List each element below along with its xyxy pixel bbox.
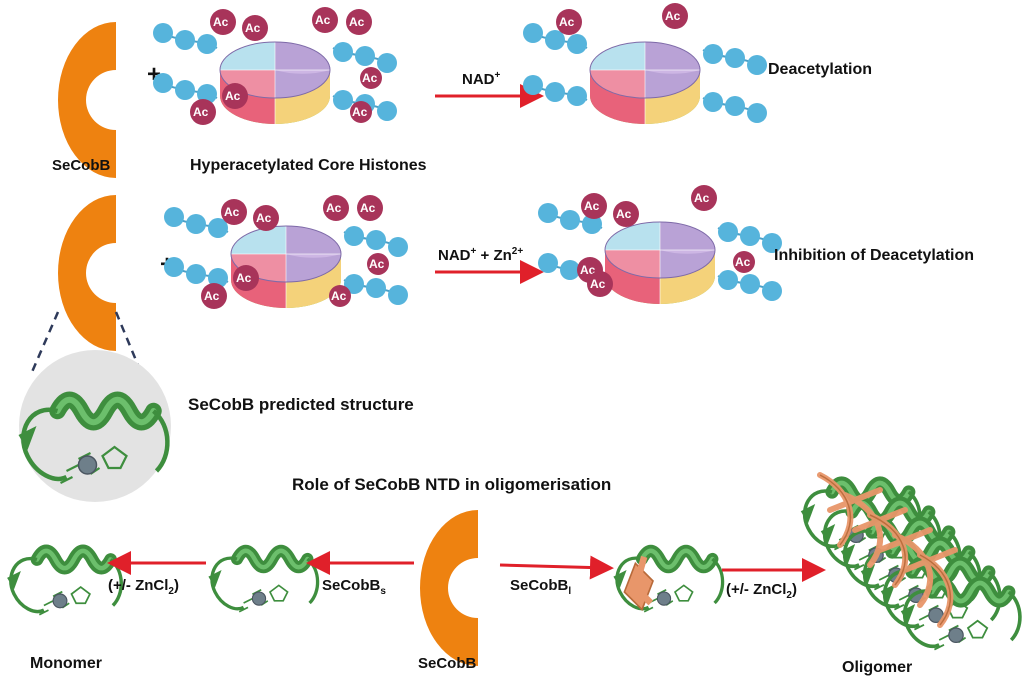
svg-text:Ac: Ac (193, 105, 209, 119)
svg-text:Ac: Ac (315, 13, 331, 27)
svg-text:Ac: Ac (584, 199, 600, 213)
svg-text:Ac: Ac (352, 105, 368, 119)
label-zncl-left: (+/- ZnCl2) (108, 577, 179, 597)
acetyl-group: Ac Ac Ac Ac Ac Ac Ac Ac (201, 195, 389, 309)
label-secobb-l: SeCobBl (510, 577, 571, 597)
label-oligomer: Oligomer (842, 659, 912, 676)
svg-text:Ac: Ac (331, 289, 347, 303)
protein-secobb-short (208, 551, 317, 612)
nucleosome-hyperacetylated-top: Ac Ac Ac Ac Ac Ac Ac Ac (152, 7, 398, 125)
protein-secobb-long (613, 551, 722, 612)
svg-text:Ac: Ac (236, 271, 252, 285)
nucleosome-hyperacetylated-middle: Ac Ac Ac Ac Ac Ac Ac Ac (163, 195, 409, 309)
svg-text:Ac: Ac (256, 211, 272, 225)
label-deacetylation: Deacetylation (768, 61, 872, 78)
svg-text:Ac: Ac (665, 9, 681, 23)
svg-text:Ac: Ac (559, 15, 575, 29)
section-title-oligomerisation: Role of SeCobB NTD in oligomerisation (292, 475, 611, 494)
label-predicted-structure: SeCobB predicted structure (188, 395, 414, 414)
svg-text:Ac: Ac (369, 257, 385, 271)
svg-text:Ac: Ac (616, 207, 632, 221)
acetyl-group: Ac Ac Ac Ac Ac Ac Ac Ac (190, 7, 382, 125)
svg-text:Ac: Ac (245, 21, 261, 35)
label-secobb-s: SeCobBs (322, 577, 386, 597)
protein-oligomer (801, 472, 1020, 650)
enzyme-secobb-top (58, 22, 116, 178)
protein-monomer (7, 551, 121, 615)
label-hyperacetylated: Hyperacetylated Core Histones (190, 157, 427, 174)
nucleosome-deacetylated: Ac Ac (522, 3, 768, 125)
label-secobb-bottom: SeCobB (418, 655, 477, 672)
svg-text:Ac: Ac (694, 191, 710, 205)
svg-text:Ac: Ac (362, 71, 378, 85)
acetyl-group: Ac Ac Ac Ac Ac Ac (577, 185, 755, 297)
svg-text:Ac: Ac (225, 89, 241, 103)
svg-text:Ac: Ac (326, 201, 342, 215)
svg-text:Ac: Ac (590, 277, 606, 291)
svg-text:Ac: Ac (735, 255, 751, 269)
svg-text:Ac: Ac (349, 15, 365, 29)
svg-text:Ac: Ac (213, 15, 229, 29)
label-monomer: Monomer (30, 655, 102, 672)
label-zncl-right: (+/- ZnCl2) (726, 581, 797, 601)
nucleosome-inhibited: Ac Ac Ac Ac Ac Ac (537, 185, 783, 305)
acetyl-group: Ac Ac (556, 3, 688, 35)
svg-text:Ac: Ac (204, 289, 220, 303)
predicted-structure-inset (19, 350, 172, 502)
svg-text:Ac: Ac (224, 205, 240, 219)
label-secobb-top: SeCobB (52, 157, 111, 174)
dashed-connector-right (114, 311, 142, 371)
enzyme-secobb-middle (58, 195, 116, 351)
arrow-to-long-form (499, 555, 614, 580)
enzyme-secobb-bottom (420, 510, 478, 666)
svg-text:Ac: Ac (580, 263, 596, 277)
svg-text:Ac: Ac (360, 201, 376, 215)
dashed-connector-left (30, 311, 60, 373)
label-nad-top: NAD+ (462, 70, 501, 88)
label-nad-zn: NAD+ + Zn2+ (438, 246, 523, 264)
label-inhibition: Inhibition of Deacetylation (774, 247, 974, 264)
